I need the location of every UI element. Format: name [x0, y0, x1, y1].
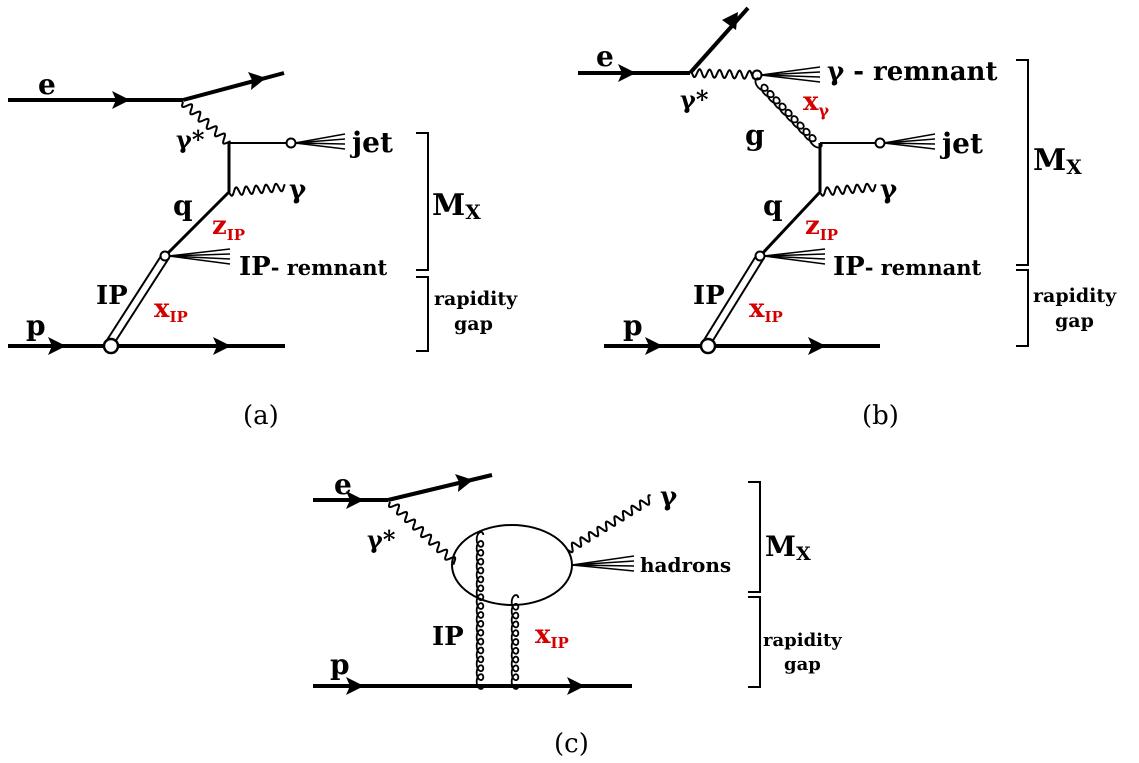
outgoing-photon-label: γ	[289, 175, 307, 205]
photon-remnant-spray	[760, 66, 821, 83]
gap-bracket	[416, 276, 429, 352]
caption-b: (b)	[862, 401, 899, 431]
mx-bracket	[748, 481, 761, 593]
arrow-icon	[808, 337, 826, 355]
caption-c: (c)	[554, 729, 589, 759]
gap-label-line2: gap	[784, 654, 821, 675]
electron-label: e	[596, 40, 614, 73]
electron-line-out	[387, 473, 493, 502]
gluon-line-right	[510, 594, 520, 690]
panel-c: e p γ* γ hadrons IP xIP MX rapidity gap …	[313, 468, 842, 759]
proton-label: p	[330, 648, 350, 681]
jet-spray	[294, 133, 346, 150]
quark-line	[758, 190, 822, 258]
jet-label: jet	[939, 127, 983, 160]
jet-label: jet	[349, 126, 393, 159]
gap-bracket	[748, 596, 761, 688]
gap-label-line2: gap	[454, 313, 493, 335]
arrow-icon	[346, 491, 364, 509]
z-pomeron-label: zIP	[805, 211, 838, 244]
pomeron-line	[106, 255, 162, 341]
gap-label-line1: rapidity	[1033, 285, 1117, 307]
arrow-icon	[48, 337, 66, 355]
outgoing-photon-label: γ	[660, 482, 678, 512]
pomeron-remnant-spray	[168, 248, 231, 265]
pomeron-label: IP	[693, 281, 725, 311]
mass-label: MX	[765, 530, 811, 565]
arrow-icon	[346, 677, 364, 695]
outgoing-photon-line	[228, 182, 286, 197]
virtual-photon-line	[181, 101, 231, 145]
proton-vertex	[699, 337, 717, 355]
x-pomeron-label: xIP	[154, 294, 188, 326]
gluon-line-left	[475, 531, 485, 690]
arrow-icon	[645, 337, 663, 355]
mx-bracket	[1016, 59, 1029, 266]
gap-label-line1: rapidity	[763, 630, 842, 651]
quark-label: q	[173, 189, 193, 222]
gap-label-line1: rapidity	[434, 288, 518, 310]
gap-bracket	[1016, 269, 1029, 347]
pomeron-remnant-spray	[763, 248, 826, 265]
quark-loop	[451, 524, 573, 606]
arrow-icon	[618, 64, 636, 82]
pomeron-label: IP	[96, 281, 128, 311]
hadrons-spray	[571, 555, 635, 572]
electron-line-out	[182, 71, 285, 102]
mass-label: MX	[1033, 143, 1082, 179]
virtual-photon-label: γ*	[367, 525, 396, 554]
virtual-photon-label: γ*	[176, 125, 205, 154]
pomeron-label: IP	[432, 622, 464, 652]
jet-spray	[883, 133, 936, 150]
arrow-icon	[213, 337, 231, 355]
quark-line	[163, 190, 231, 258]
outgoing-photon-label: γ	[880, 175, 898, 205]
proton-label: p	[623, 309, 643, 342]
arrow-icon	[567, 677, 585, 695]
gluon-label: g	[745, 119, 765, 152]
pomeron-remnant-label: IP- remnant	[239, 252, 388, 282]
panel-a: e p γ* jet γ q zIP IP IP- remnant xIP MX…	[8, 68, 518, 431]
electron-label: e	[334, 468, 352, 501]
x-pomeron-label: xIP	[535, 620, 569, 652]
gluon-line	[754, 77, 823, 149]
jet-vertex	[285, 137, 297, 149]
jet-vertex	[874, 137, 886, 149]
arrow-icon	[722, 12, 738, 30]
caption-a: (a)	[243, 401, 279, 431]
virtual-photon-label: γ*	[680, 85, 709, 114]
gap-label-line2: gap	[1055, 310, 1094, 332]
electron-line-out	[688, 6, 750, 75]
proton-label: p	[26, 309, 46, 342]
virtual-photon-line	[691, 68, 755, 80]
photon-remnant-label: γ - remnant	[827, 57, 997, 87]
mx-bracket	[416, 132, 429, 271]
arrow-icon	[455, 474, 473, 492]
panel-b: e p γ* γ - remnant xγ g jet γ q zIP IP I…	[578, 6, 1117, 431]
outgoing-photon-line	[567, 494, 651, 554]
arrow-icon	[248, 72, 266, 90]
proton-vertex	[102, 337, 120, 355]
arrow-icon	[112, 91, 130, 109]
mass-label: MX	[432, 188, 481, 224]
quark-label: q	[763, 189, 783, 222]
z-pomeron-label: zIP	[212, 211, 245, 244]
pomeron-remnant-label: IP- remnant	[833, 252, 982, 282]
virtual-photon-line	[387, 501, 457, 566]
pomeron-line	[703, 255, 757, 341]
x-pomeron-label: xIP	[749, 294, 783, 326]
x-gamma-label: xγ	[803, 87, 830, 120]
electron-label: e	[38, 68, 56, 101]
outgoing-photon-line	[819, 182, 877, 197]
hadrons-label: hadrons	[640, 553, 731, 577]
